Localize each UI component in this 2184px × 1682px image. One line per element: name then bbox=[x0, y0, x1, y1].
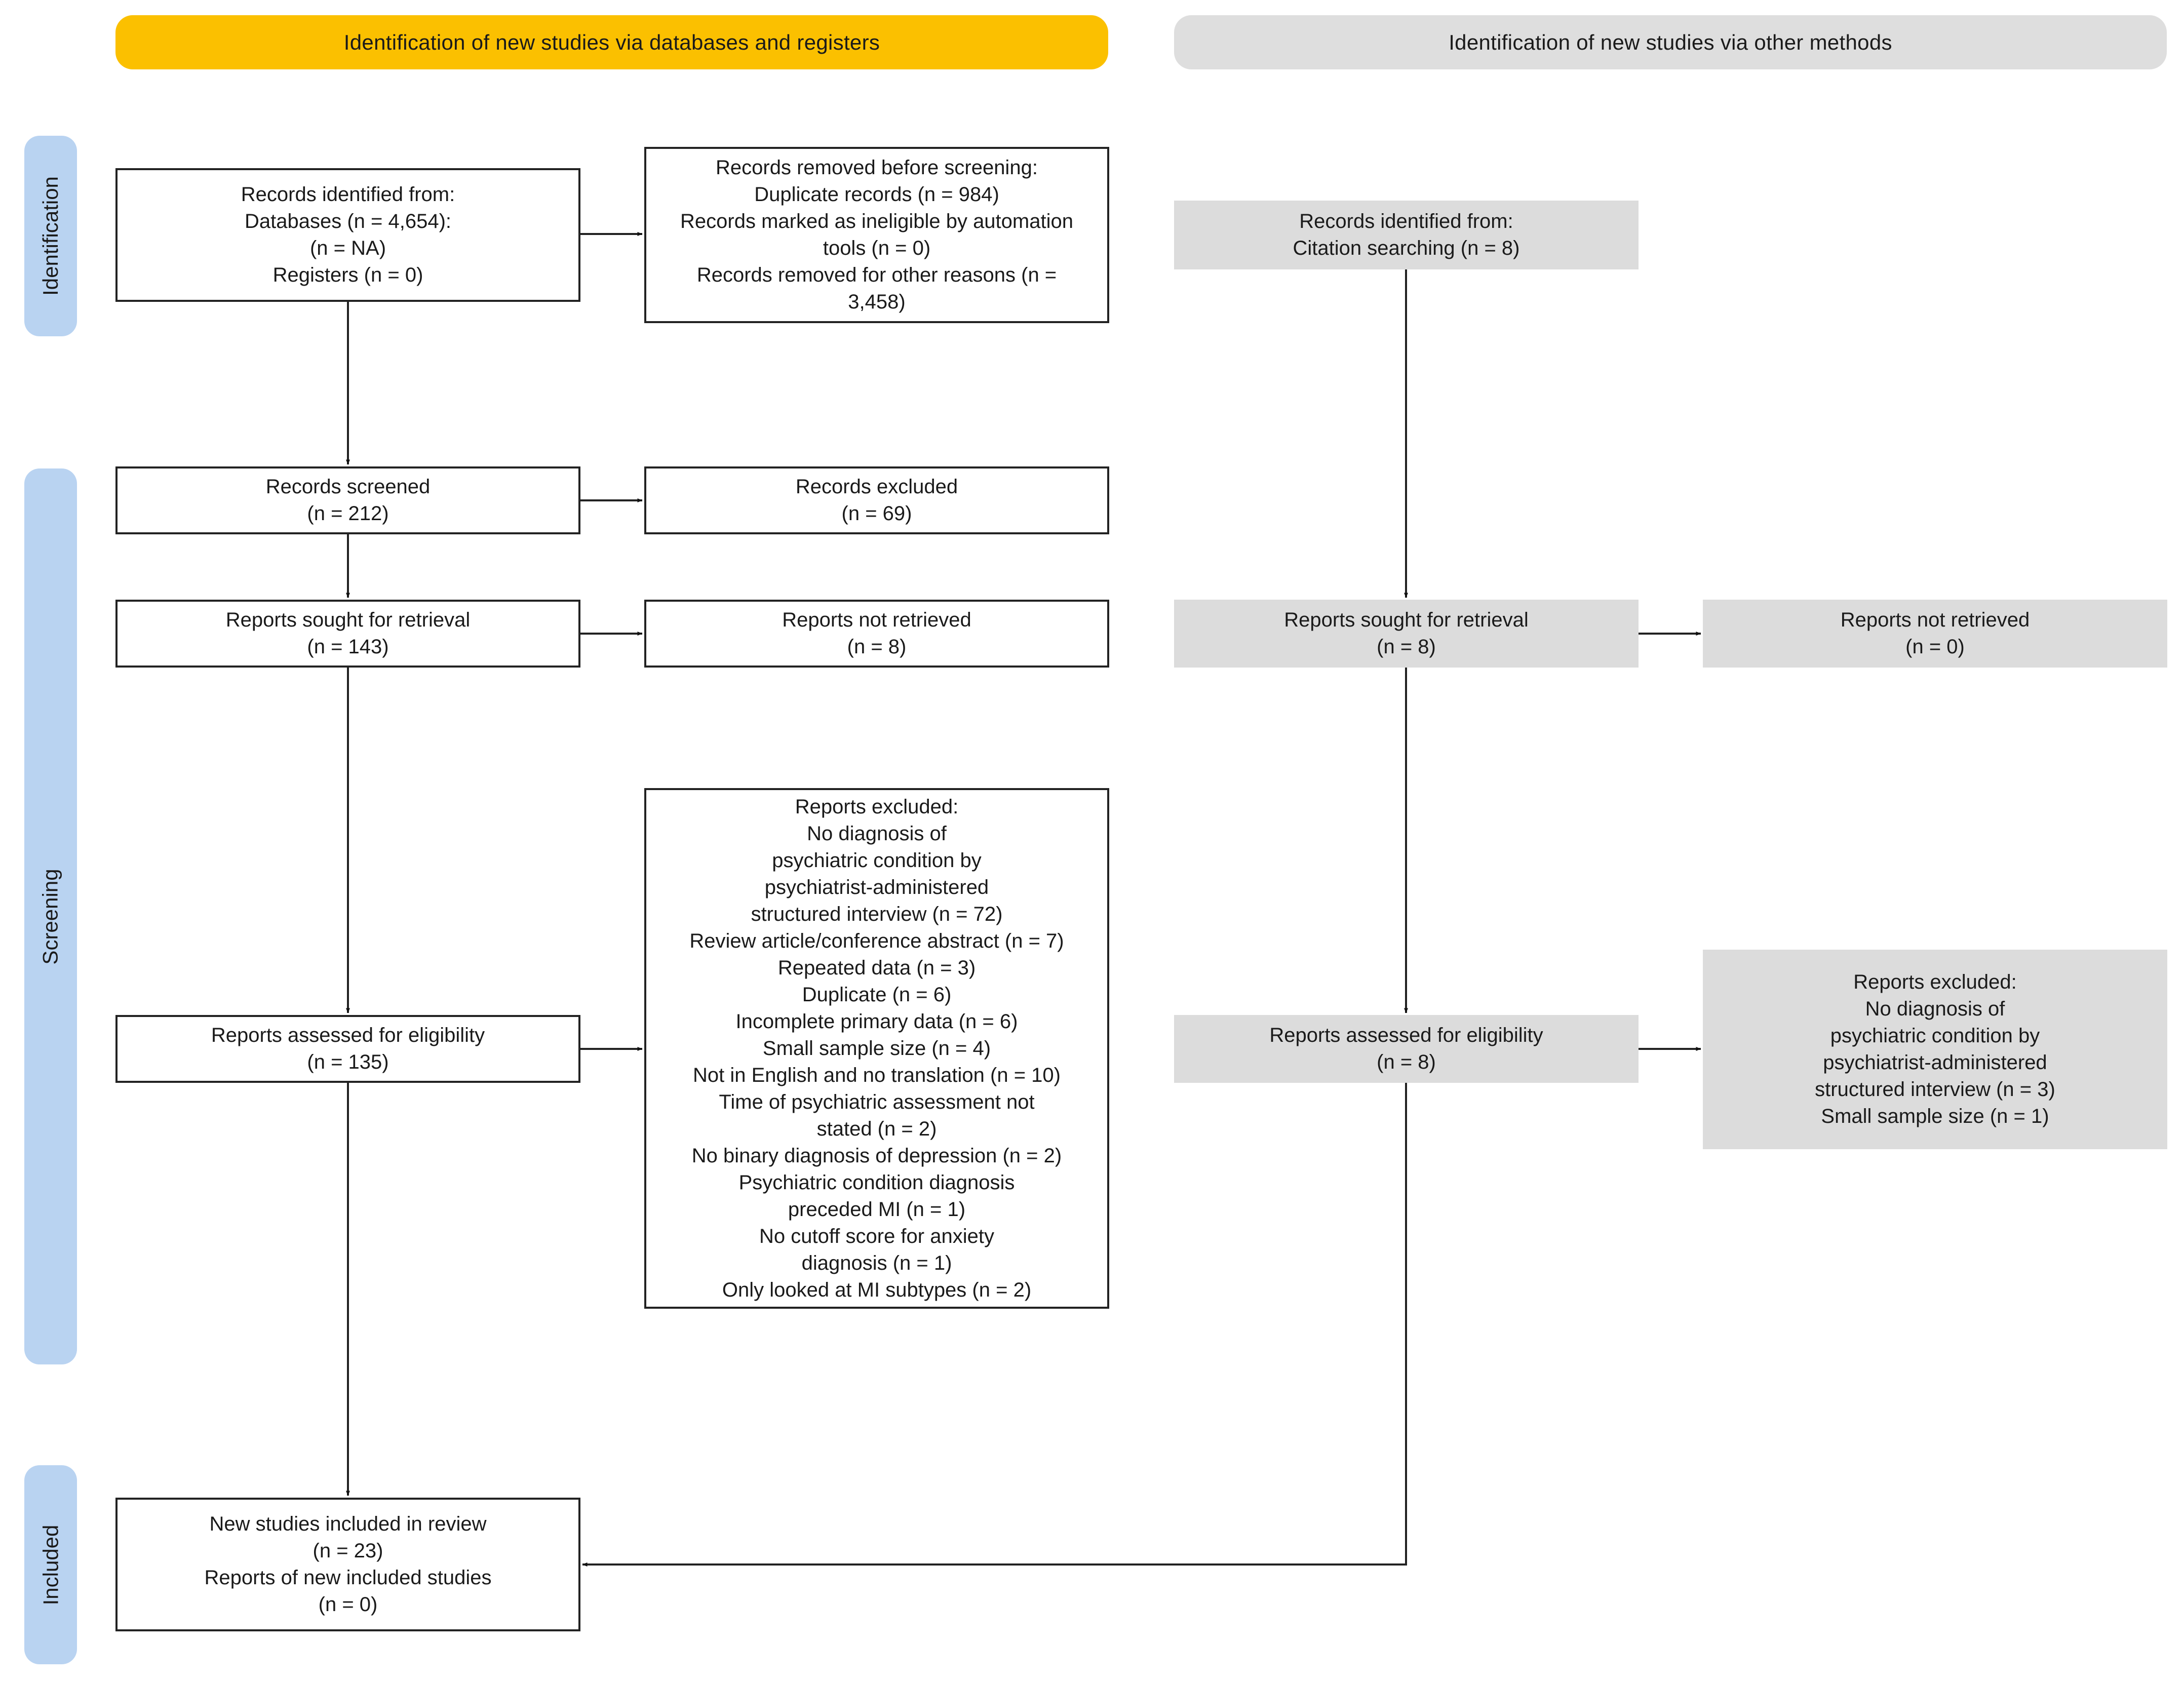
box-text-line: psychiatric condition by bbox=[1830, 1025, 2040, 1047]
box-text-line: (n = 23) bbox=[313, 1540, 383, 1562]
box-text-line: psychiatric condition by bbox=[772, 849, 982, 872]
box-text-line: structured interview (n = 3) bbox=[1815, 1078, 2055, 1101]
box-text-line: (n = 8) bbox=[1377, 636, 1436, 658]
box-text-line: Repeated data (n = 3) bbox=[777, 956, 976, 979]
box-text-line: Reports not retrieved bbox=[1840, 609, 2030, 631]
box-text-line: Reports excluded: bbox=[795, 795, 959, 818]
other-reports-not-retrieved-box: Reports not retrieved (n = 0) bbox=[1703, 600, 2167, 668]
box-text-line: Only looked at MI subtypes (n = 2) bbox=[722, 1278, 1032, 1301]
arrow-other-assessed-to-included bbox=[582, 1083, 1407, 1567]
box-text-line: (n = 143) bbox=[307, 636, 389, 658]
box-text-line: Duplicate records (n = 984) bbox=[754, 183, 999, 206]
box-text-line: Review article/conference abstract (n = … bbox=[689, 929, 1064, 952]
box-text-line: No diagnosis of bbox=[807, 822, 947, 845]
reports-not-retrieved-box: Reports not retrieved (n = 8) bbox=[644, 600, 1109, 668]
box-text-line: (n = 0) bbox=[318, 1593, 378, 1616]
phase-screening: Screening bbox=[24, 468, 77, 1364]
records-removed-box: Records removed before screening: Duplica… bbox=[644, 147, 1109, 323]
reports-sought-box: Reports sought for retrieval (n = 143) bbox=[115, 600, 580, 668]
box-text-line: Records screened bbox=[265, 476, 431, 498]
reports-assessed-box: Reports assessed for eligibility (n = 135… bbox=[115, 1015, 580, 1083]
box-text-line: (n = 0) bbox=[1905, 636, 1965, 658]
new-studies-included-box: New studies included in review (n = 23) Re… bbox=[115, 1498, 580, 1631]
records-screened-box: Records screened (n = 212) bbox=[115, 466, 580, 534]
phase-identification: Identification bbox=[24, 136, 77, 336]
box-text-line: Time of psychiatric assessment not bbox=[719, 1090, 1035, 1113]
box-text-line: tools (n = 0) bbox=[823, 237, 931, 259]
box-text-line: structured interview (n = 72) bbox=[751, 903, 1003, 925]
box-text-line: (n = 8) bbox=[1377, 1051, 1436, 1073]
box-text-line: 3,458) bbox=[848, 291, 906, 313]
other-records-identified-box: Records identified from: Citation searchi… bbox=[1174, 201, 1639, 269]
records-excluded-box: Records excluded (n = 69) bbox=[644, 466, 1109, 534]
box-text-line: Duplicate (n = 6) bbox=[802, 983, 952, 1006]
box-text-line: Registers (n = 0) bbox=[272, 264, 423, 286]
other-reports-excluded-box: Reports excluded: No diagnosis of psychiat… bbox=[1703, 950, 2167, 1149]
box-text-line: Psychiatric condition diagnosis bbox=[738, 1171, 1015, 1194]
box-text-line: diagnosis (n = 1) bbox=[801, 1251, 952, 1274]
box-text-line: (n = 135) bbox=[307, 1051, 389, 1073]
other-reports-sought-box: Reports sought for retrieval (n = 8) bbox=[1174, 600, 1639, 668]
box-text-line: psychiatrist-administered bbox=[1823, 1051, 2047, 1074]
other-reports-assessed-box: Reports assessed for eligibility (n = 8) bbox=[1174, 1015, 1639, 1083]
box-text-line: Incomplete primary data (n = 6) bbox=[735, 1010, 1018, 1033]
other-methods-column-header: Identification of new studies via other … bbox=[1174, 15, 2167, 69]
databases-header-label: Identification of new studies via databa… bbox=[343, 30, 880, 54]
box-text-line: Databases (n = 4,654): bbox=[244, 210, 452, 232]
box-text-line: (n = NA) bbox=[309, 237, 386, 259]
box-text-line: (n = 69) bbox=[841, 502, 912, 525]
box-text-line: psychiatrist-administered bbox=[764, 876, 989, 898]
box-text-line: Not in English and no translation (n = 1… bbox=[693, 1064, 1061, 1086]
box-text-line: Reports sought for retrieval bbox=[225, 609, 471, 631]
databases-column-header: Identification of new studies via databa… bbox=[115, 15, 1108, 69]
box-text-line: No binary diagnosis of depression (n = 2… bbox=[691, 1144, 1062, 1167]
other-methods-header-label: Identification of new studies via other … bbox=[1449, 30, 1892, 54]
box-text-line: Citation searching (n = 8) bbox=[1293, 237, 1520, 259]
box-text-line: Records excluded bbox=[795, 476, 958, 498]
records-identified-box: Records identified from: Databases (n = 4… bbox=[115, 168, 580, 302]
box-text-line: Records removed before screening: bbox=[716, 157, 1038, 179]
box-text-line: Small sample size (n = 4) bbox=[762, 1037, 991, 1060]
box-text-line: New studies included in review bbox=[209, 1513, 487, 1535]
box-text-line: Records marked as ineligible by automati… bbox=[680, 210, 1073, 232]
box-text-line: stated (n = 2) bbox=[816, 1117, 937, 1140]
reports-excluded-box: Reports excluded: No diagnosis of psychiat… bbox=[644, 788, 1109, 1309]
box-text-line: preceded MI (n = 1) bbox=[788, 1198, 966, 1221]
box-text-line: Reports excluded: bbox=[1853, 971, 2017, 993]
box-text-line: (n = 212) bbox=[307, 502, 389, 525]
phase-included: Included bbox=[24, 1465, 77, 1664]
box-text-line: Reports assessed for eligibility bbox=[211, 1024, 485, 1046]
box-text-line: Records removed for other reasons (n = bbox=[696, 264, 1057, 286]
box-text-line: Reports not retrieved bbox=[782, 609, 971, 631]
box-text-line: Reports assessed for eligibility bbox=[1269, 1024, 1543, 1046]
box-text-line: (n = 8) bbox=[847, 636, 907, 658]
box-text-line: Reports sought for retrieval bbox=[1284, 609, 1529, 631]
box-text-line: No diagnosis of bbox=[1865, 998, 2005, 1020]
box-text-line: No cutoff score for anxiety bbox=[759, 1225, 994, 1247]
box-text-line: Records identified from: bbox=[1299, 210, 1513, 232]
box-text-line: Small sample size (n = 1) bbox=[1821, 1105, 2049, 1127]
box-text-line: Records identified from: bbox=[241, 183, 455, 206]
box-text-line: Reports of new included studies bbox=[204, 1567, 492, 1589]
